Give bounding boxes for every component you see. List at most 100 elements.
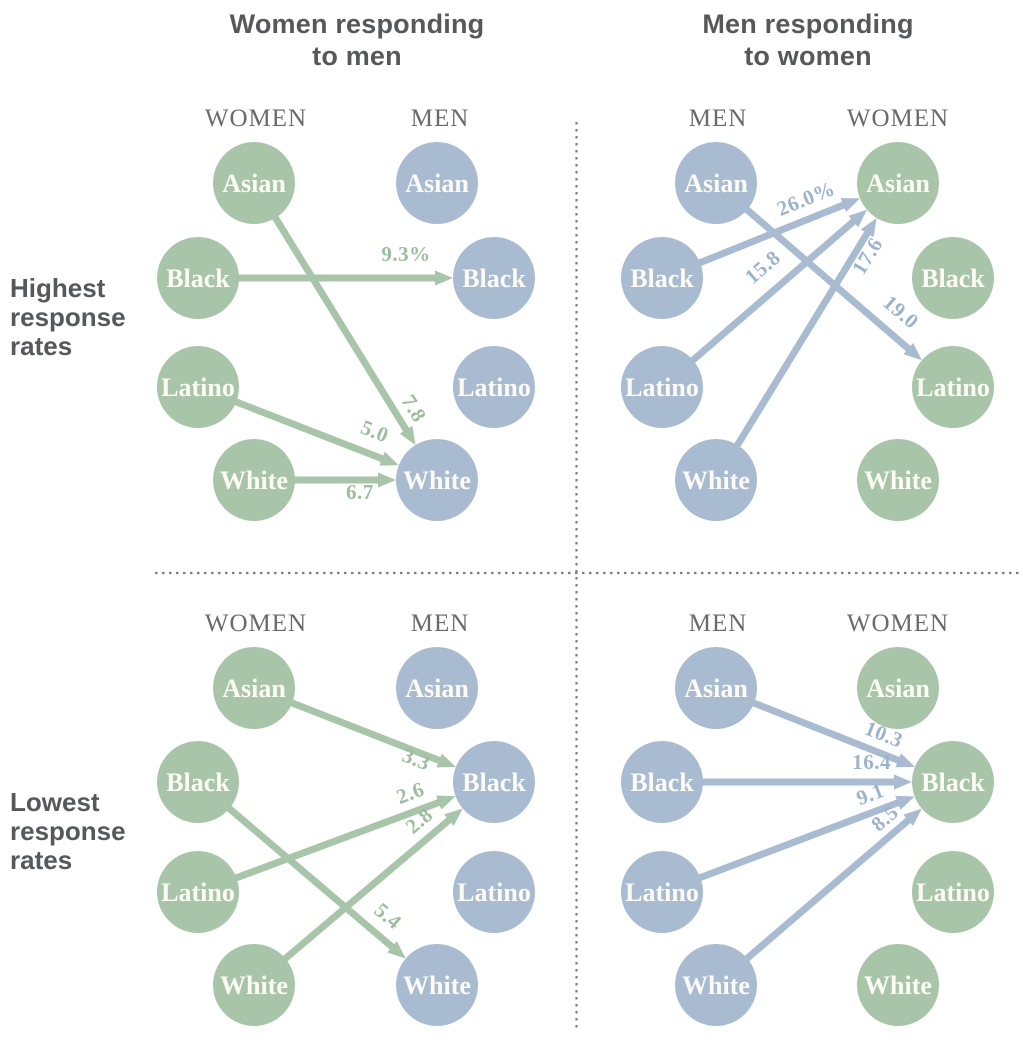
- node-label-black: Black: [462, 768, 526, 797]
- column-header-men: MEN: [411, 105, 470, 132]
- node-men-white: [675, 944, 757, 1026]
- arrow-black-to-white: [224, 803, 406, 959]
- arrow-white-to-black: [280, 808, 463, 964]
- node-label-latino: Latino: [916, 878, 990, 907]
- arrow-value-white-to-white: 6.7: [346, 480, 374, 504]
- node-label-black: Black: [166, 768, 230, 797]
- title-line-1: Women responding: [229, 9, 485, 39]
- node-men-latino: [453, 346, 535, 428]
- node-label-asian: Asian: [684, 674, 748, 703]
- row-label-line: response: [10, 302, 126, 332]
- column-header-women: WOMEN: [847, 105, 949, 132]
- node-label-latino: Latino: [161, 373, 235, 402]
- node-women-latino: [157, 851, 239, 933]
- node-men-black: [453, 237, 535, 319]
- node-label-black: Black: [921, 768, 985, 797]
- title-men-responding-to-women: Men responding to women: [608, 8, 1008, 72]
- row-label-line: response: [10, 816, 126, 846]
- title-women-responding-to-men: Women responding to men: [157, 8, 557, 72]
- node-women-asian: [857, 647, 939, 729]
- title-line-2: to women: [744, 41, 872, 71]
- node-label-asian: Asian: [684, 169, 748, 198]
- node-women-latino: [157, 346, 239, 428]
- node-label-white: White: [220, 466, 288, 495]
- node-label-asian: Asian: [222, 674, 286, 703]
- node-label-black: Black: [921, 264, 985, 293]
- node-label-asian: Asian: [405, 674, 469, 703]
- row-label-line: Highest: [10, 273, 106, 303]
- title-line-1: Men responding: [702, 9, 914, 39]
- node-women-white: [213, 439, 295, 521]
- node-women-latino: [912, 346, 994, 428]
- column-header-women: WOMEN: [847, 610, 949, 637]
- node-women-asian: [213, 142, 295, 224]
- node-label-black: Black: [462, 264, 526, 293]
- node-men-white: [675, 439, 757, 521]
- node-women-black: [157, 741, 239, 823]
- node-label-black: Black: [630, 264, 694, 293]
- node-women-white: [213, 944, 295, 1026]
- node-label-asian: Asian: [405, 169, 469, 198]
- arrow-value-black-to-black: 16.4: [852, 750, 891, 774]
- label-highest-response-rates: Highest response rates: [10, 274, 126, 361]
- node-label-latino: Latino: [916, 373, 990, 402]
- node-women-black: [157, 237, 239, 319]
- arrow-value-white-to-asian: 17.6: [847, 233, 888, 279]
- node-label-latino: Latino: [625, 373, 699, 402]
- arrow-asian-to-latino: [742, 205, 922, 361]
- column-header-men: MEN: [411, 610, 470, 637]
- node-men-black: [621, 741, 703, 823]
- column-header-women: WOMEN: [205, 610, 307, 637]
- arrow-white-to-black: [742, 808, 922, 963]
- label-lowest-response-rates: Lowest response rates: [10, 788, 126, 875]
- node-men-white: [396, 439, 478, 521]
- column-header-men: MEN: [689, 610, 748, 637]
- node-label-white: White: [220, 971, 288, 1000]
- node-men-white: [396, 944, 478, 1026]
- node-women-latino: [912, 851, 994, 933]
- column-header-men: MEN: [689, 105, 748, 132]
- row-label-line: rates: [10, 331, 73, 361]
- node-label-white: White: [403, 971, 471, 1000]
- node-women-white: [857, 439, 939, 521]
- node-label-white: White: [682, 971, 750, 1000]
- node-label-white: White: [864, 971, 932, 1000]
- row-label-line: Lowest: [10, 787, 100, 817]
- arrow-latino-to-black: [232, 795, 456, 883]
- node-women-black: [912, 237, 994, 319]
- node-label-latino: Latino: [457, 878, 531, 907]
- arrow-white-to-asian: [732, 218, 877, 450]
- node-men-latino: [453, 851, 535, 933]
- arrow-value-black-to-black: 9.3%: [381, 242, 430, 266]
- arrow-latino-to-black: [696, 795, 915, 882]
- column-header-women: WOMEN: [205, 105, 307, 132]
- node-men-asian: [396, 142, 478, 224]
- arrow-latino-to-white: [232, 397, 399, 466]
- node-women-white: [857, 944, 939, 1026]
- node-label-black: Black: [630, 768, 694, 797]
- node-label-black: Black: [166, 264, 230, 293]
- node-label-latino: Latino: [625, 878, 699, 907]
- node-label-white: White: [403, 466, 471, 495]
- node-women-asian: [213, 647, 295, 729]
- node-men-asian: [675, 647, 757, 729]
- node-men-latino: [621, 851, 703, 933]
- arrow-asian-to-black: [288, 698, 456, 768]
- node-men-asian: [396, 647, 478, 729]
- node-label-white: White: [864, 466, 932, 495]
- node-men-latino: [621, 346, 703, 428]
- arrow-latino-to-asian: [688, 209, 867, 365]
- node-label-latino: Latino: [161, 878, 235, 907]
- node-women-black: [912, 741, 994, 823]
- node-label-asian: Asian: [222, 169, 286, 198]
- title-line-2: to men: [312, 41, 402, 71]
- node-label-asian: Asian: [866, 674, 930, 703]
- node-men-black: [621, 237, 703, 319]
- node-label-white: White: [682, 466, 750, 495]
